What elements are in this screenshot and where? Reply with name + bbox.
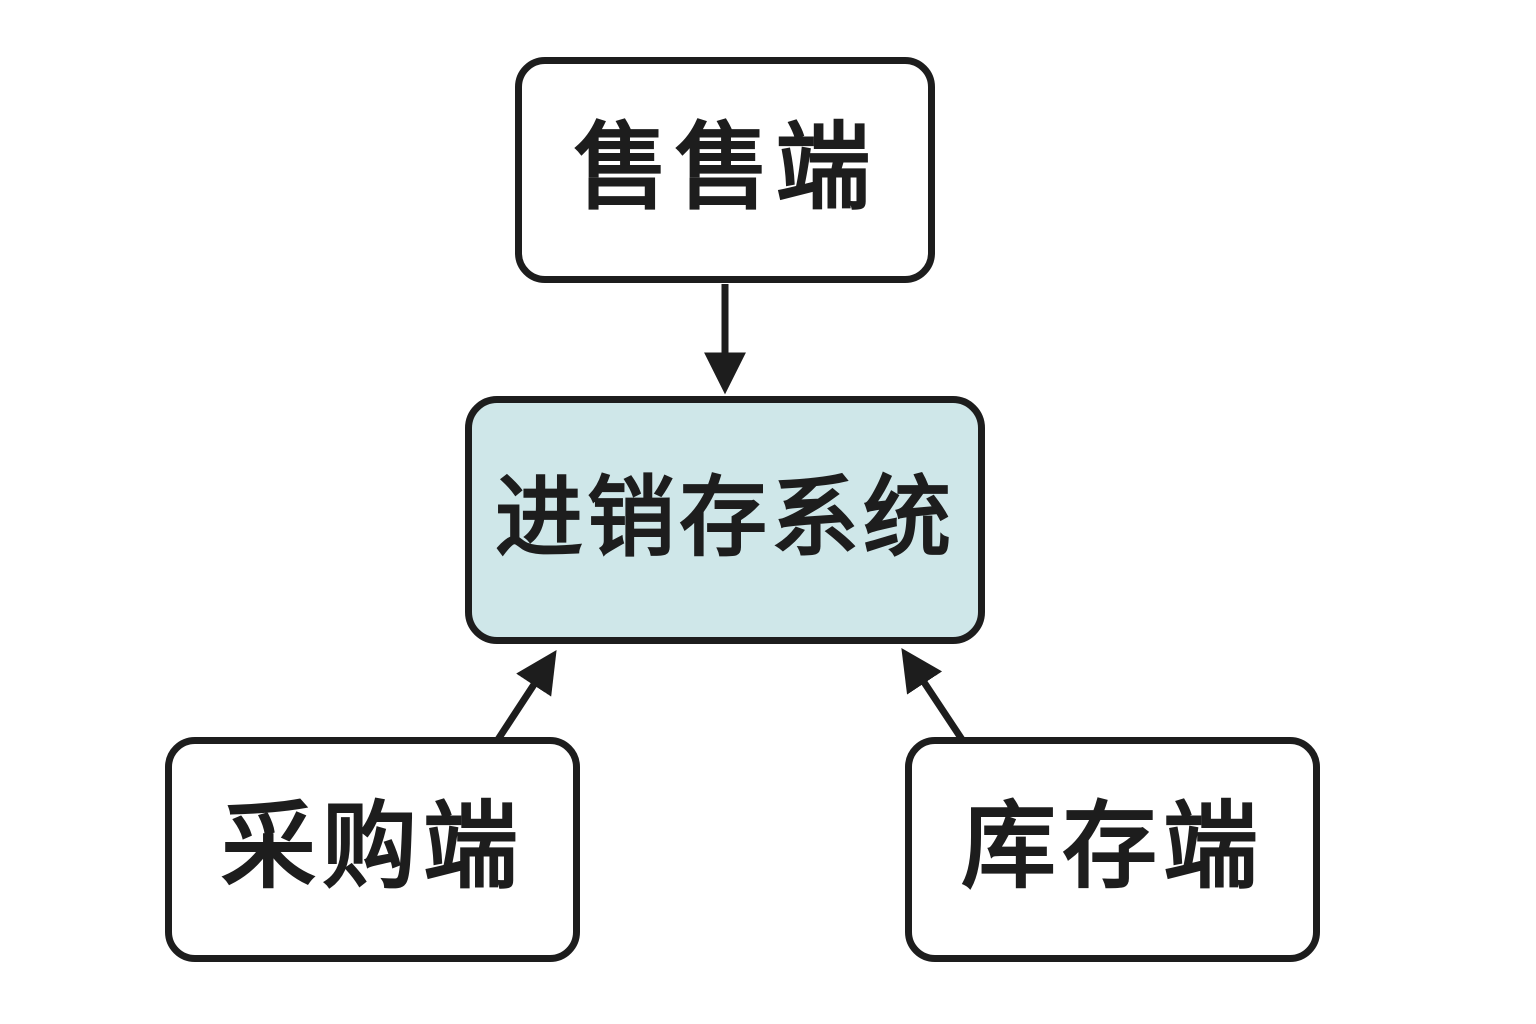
- node-system-label: 进销存系统: [494, 468, 955, 567]
- node-sales: 售售端: [515, 57, 935, 283]
- node-sales-label: 售售端: [573, 114, 877, 221]
- node-inventory-label: 库存端: [960, 794, 1264, 900]
- node-purchase-label: 采购端: [220, 794, 524, 900]
- edge-purchase-to-system: [494, 649, 557, 743]
- edge-inventory-to-system: [901, 647, 966, 743]
- node-inventory: 库存端: [905, 737, 1320, 962]
- node-purchase: 采购端: [165, 737, 580, 962]
- node-system: 进销存系统: [465, 396, 985, 644]
